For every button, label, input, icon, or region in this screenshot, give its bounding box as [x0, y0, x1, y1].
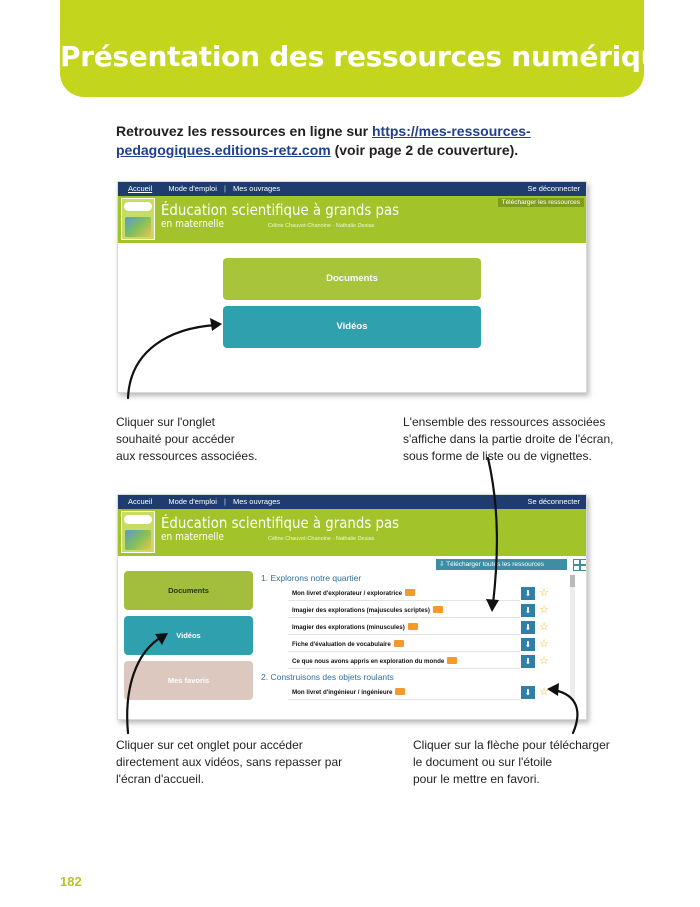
caption-line: s'affiche dans la partie droite de l'écr… [403, 432, 614, 446]
nav-mode-emploi[interactable]: Mode d'emploi [168, 184, 217, 193]
section-title: 2. Construisons des objets roulants [261, 672, 394, 682]
app-authors: Céline Chauvet-Chanoine · Nathalie Desia… [268, 223, 375, 229]
resource-title: Fiche d'évaluation de vocabulaire [292, 641, 391, 648]
pdf-file-icon [432, 605, 443, 613]
caption-line: directement aux vidéos, sans repasser pa… [116, 755, 343, 769]
page-title: Présentation des ressources numériques [60, 40, 696, 73]
download-arrow-icon[interactable]: ⬇ [521, 686, 535, 699]
logout-link[interactable]: Se déconnecter [527, 497, 580, 506]
section-title: 1. Explorons notre quartier [261, 573, 362, 583]
app-header: Éducation scientifique à grands pas en m… [118, 196, 586, 243]
caption-line: l'écran d'accueil. [116, 772, 204, 786]
tab-videos[interactable]: Vidéos [124, 616, 253, 655]
star-outline-icon[interactable]: ☆ [539, 587, 549, 599]
app-title: Éducation scientifique à grands pas [161, 201, 400, 219]
nav-mes-ouvrages[interactable]: Mes ouvrages [233, 497, 281, 506]
screenshot-resources: Accueil | Mode d'emploi | Mes ouvrages S… [117, 494, 587, 720]
caption-line: souhaité pour accéder [116, 432, 235, 446]
list-item[interactable]: Mon livret d'explorateur / exploratrice [288, 586, 520, 601]
page-number: 182 [60, 874, 82, 889]
app-subtitle: en maternelle [161, 531, 224, 543]
star-outline-icon[interactable]: ☆ [539, 604, 549, 616]
caption-tab-click: Cliquer sur l'onglet souhaité pour accéd… [116, 414, 257, 465]
caption-videos-click: Cliquer sur cet onglet pour accéder dire… [116, 737, 342, 788]
pdf-file-icon [395, 687, 406, 695]
top-navbar: Accueil | Mode d'emploi | Mes ouvrages S… [118, 182, 586, 196]
caption-line: Cliquer sur l'onglet [116, 415, 216, 429]
resource-title: Mon livret d'ingénieur / ingénieure [292, 689, 393, 696]
logo-illustration [125, 217, 151, 237]
caption-resources-display: L'ensemble des ressources associées s'af… [403, 414, 614, 465]
book-cover-logo [121, 511, 155, 553]
videos-button[interactable]: Vidéos [223, 306, 481, 348]
download-all-button[interactable]: ⇩ Télécharger toutes les ressources [436, 559, 567, 570]
logo-illustration [125, 530, 151, 550]
pdf-file-icon [407, 622, 418, 630]
caption-line: aux ressources associées. [116, 449, 258, 463]
resources-link[interactable]: https://mes-ressources-pedagogiques.edit… [116, 123, 531, 158]
star-outline-icon[interactable]: ☆ [539, 621, 549, 633]
caption-line: Cliquer sur la flèche pour télécharger [413, 738, 610, 752]
resource-title: Ce que nous avons appris en exploration … [292, 658, 445, 665]
tab-documents[interactable]: Documents [124, 571, 253, 610]
caption-line: Cliquer sur cet onglet pour accéder [116, 738, 303, 752]
app-authors: Céline Chauvet-Chanoine · Nathalie Desia… [268, 536, 375, 542]
logout-link[interactable]: Se déconnecter [527, 184, 580, 193]
list-item[interactable]: Mon livret d'ingénieur / ingénieure [288, 685, 520, 700]
list-item[interactable]: Imagier des explorations (minuscules) [288, 620, 520, 635]
caption-line: L'ensemble des ressources associées [403, 415, 606, 429]
download-arrow-icon[interactable]: ⬇ [521, 621, 535, 634]
app-subtitle: en maternelle [161, 218, 224, 230]
documents-button[interactable]: Documents [223, 258, 481, 300]
tab-favorites[interactable]: Mes favoris [124, 661, 253, 700]
resource-title: Imagier des explorations (majuscules scr… [292, 607, 430, 614]
nav-accueil[interactable]: Accueil [128, 184, 153, 193]
star-outline-icon[interactable]: ☆ [539, 638, 549, 650]
pdf-file-icon [447, 656, 458, 664]
caption-line: le document ou sur l'étoile [413, 755, 553, 769]
download-resources-button[interactable]: Télécharger les ressources [497, 198, 584, 207]
nav-separator: | [223, 184, 226, 193]
book-cover-logo [121, 198, 155, 240]
download-arrow-icon[interactable]: ⬇ [521, 655, 535, 668]
star-outline-icon[interactable]: ☆ [539, 655, 549, 667]
logo-banner [124, 515, 152, 524]
download-arrow-icon[interactable]: ⬇ [521, 604, 535, 617]
intro-before: Retrouvez les ressources en ligne sur [116, 123, 372, 139]
list-scrollbar[interactable] [570, 575, 575, 700]
top-navbar: Accueil | Mode d'emploi | Mes ouvrages S… [118, 495, 586, 509]
nav-accueil[interactable]: Accueil [128, 497, 153, 506]
resource-title: Imagier des explorations (minuscules) [292, 624, 405, 631]
resource-title: Mon livret d'explorateur / exploratrice [292, 590, 403, 597]
app-header: Éducation scientifique à grands pas en m… [118, 509, 586, 556]
caption-line: pour le mettre en favori. [413, 772, 540, 786]
caption-line: sous forme de liste ou de vignettes. [403, 449, 592, 463]
list-item[interactable]: Fiche d'évaluation de vocabulaire [288, 637, 520, 652]
intro-after: (voir page 2 de couverture). [330, 142, 519, 158]
grid-view-icon[interactable] [573, 559, 586, 571]
list-item[interactable]: Imagier des explorations (majuscules scr… [288, 603, 520, 618]
pdf-file-icon [393, 639, 404, 647]
scrollbar-thumb[interactable] [570, 575, 575, 587]
pdf-file-icon [405, 588, 416, 596]
nav-separator: | [223, 497, 226, 506]
screenshot-home: Accueil | Mode d'emploi | Mes ouvrages S… [117, 181, 587, 393]
app-title: Éducation scientifique à grands pas [161, 514, 400, 532]
nav-mode-emploi[interactable]: Mode d'emploi [168, 497, 217, 506]
download-all-label: Télécharger toutes les ressources [446, 561, 545, 568]
nav-mes-ouvrages[interactable]: Mes ouvrages [233, 184, 281, 193]
download-arrow-icon: ⇩ [439, 561, 447, 568]
title-banner: Présentation des ressources numériques [60, 0, 696, 97]
star-outline-icon[interactable]: ☆ [539, 686, 549, 698]
download-arrow-icon[interactable]: ⬇ [521, 638, 535, 651]
intro-text: Retrouvez les ressources en ligne sur ht… [116, 122, 596, 160]
logo-banner [124, 202, 152, 211]
list-item[interactable]: Ce que nous avons appris en exploration … [288, 654, 520, 669]
download-arrow-icon[interactable]: ⬇ [521, 587, 535, 600]
caption-download-click: Cliquer sur la flèche pour télécharger l… [413, 737, 610, 788]
